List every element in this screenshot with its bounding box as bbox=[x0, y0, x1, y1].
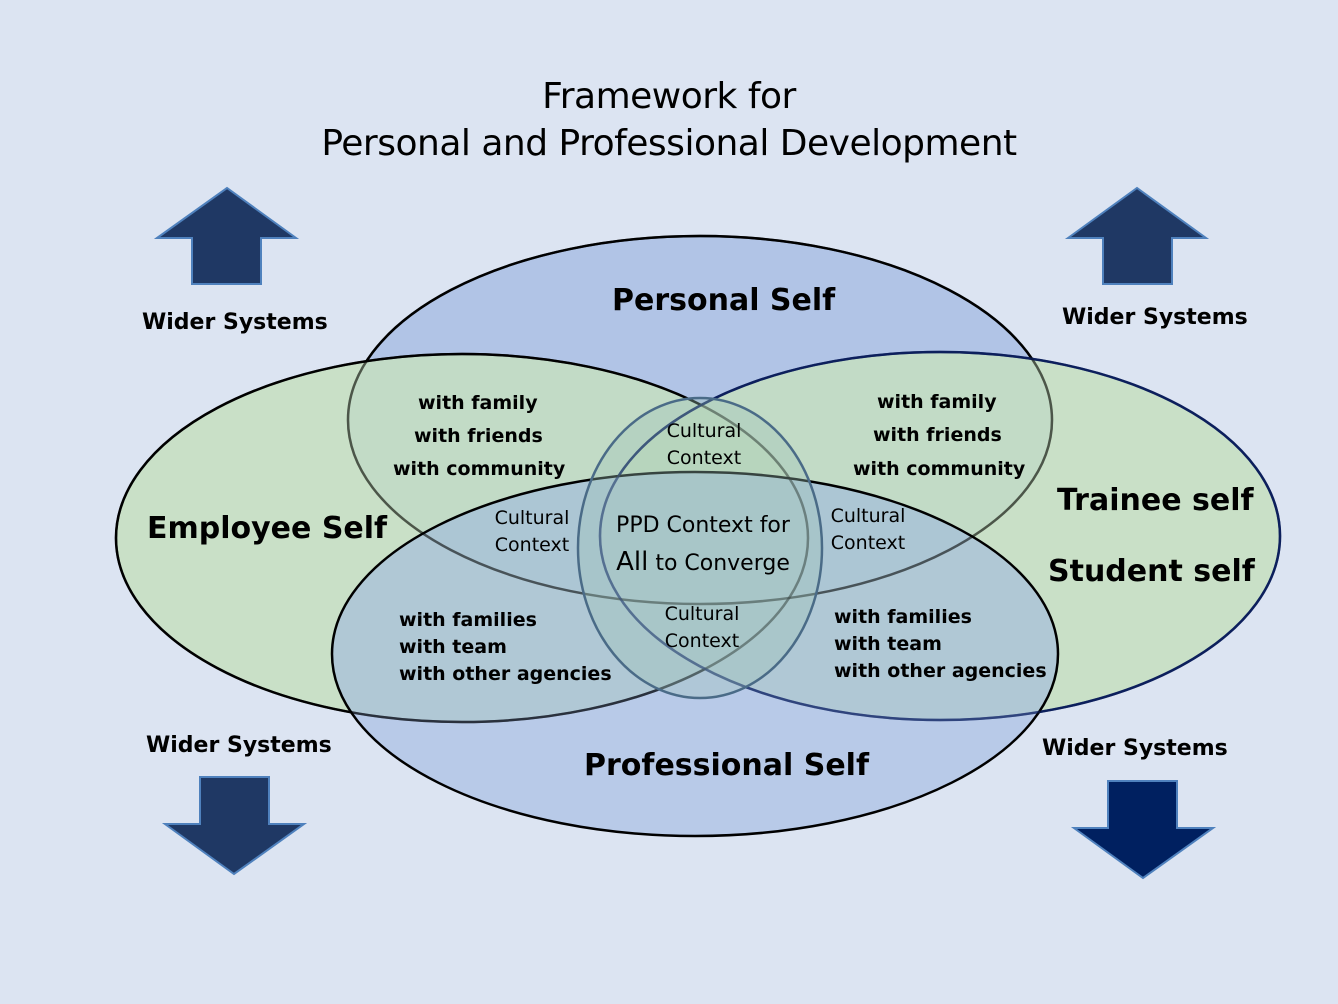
employee-self-label: Employee Self bbox=[147, 511, 388, 546]
cultural-context-top: Cultural Context bbox=[652, 418, 756, 472]
ppd-center-all: All bbox=[616, 547, 649, 577]
personal-self-label: Personal Self bbox=[612, 283, 836, 318]
wider-systems-top-right: Wider Systems bbox=[1062, 305, 1248, 330]
overlap-text: with friends bbox=[414, 425, 543, 447]
overlap-text: with families bbox=[834, 606, 972, 628]
personal-self-outline bbox=[346, 234, 1054, 606]
ppd-center-line-2: All to Converge bbox=[598, 544, 808, 582]
ppd-center-converge: to Converge bbox=[648, 551, 790, 576]
title-line-1: Framework for bbox=[542, 76, 796, 117]
cultural-context-line: Context bbox=[494, 534, 570, 556]
overlap-text: with community bbox=[853, 458, 1026, 480]
cultural-context-bottom: Cultural Context bbox=[650, 601, 754, 655]
arrow-up-icon bbox=[1064, 186, 1210, 285]
wider-systems-bottom-right: Wider Systems bbox=[1042, 736, 1228, 761]
overlap-text: with team bbox=[834, 633, 942, 655]
wider-systems-top-left: Wider Systems bbox=[142, 310, 328, 335]
cultural-context-line: Context bbox=[830, 532, 906, 554]
arrow-down-icon bbox=[1070, 780, 1217, 880]
title-line-2: Personal and Professional Development bbox=[321, 123, 1017, 164]
arrow-down-icon bbox=[161, 776, 308, 876]
overlap-text: with families bbox=[399, 609, 537, 631]
trainee-self-label: Trainee self bbox=[1057, 483, 1254, 518]
cultural-context-line: Cultural bbox=[664, 603, 740, 625]
overlap-text: with team bbox=[399, 636, 507, 658]
overlap-text: with family bbox=[418, 392, 538, 414]
cultural-context-line: Context bbox=[664, 630, 740, 652]
overlap-text: with friends bbox=[873, 424, 1002, 446]
overlap-text: with family bbox=[877, 391, 997, 413]
professional-self-ellipse bbox=[330, 470, 1060, 838]
cultural-context-left: Cultural Context bbox=[480, 505, 584, 559]
cultural-context-line: Cultural bbox=[494, 507, 570, 529]
arrow-up-icon bbox=[153, 186, 300, 285]
student-self-label: Student self bbox=[1048, 554, 1255, 589]
cultural-context-line: Cultural bbox=[666, 420, 742, 442]
trainee-self-outline bbox=[598, 350, 1282, 722]
central-convergence-ellipse bbox=[576, 396, 824, 700]
cultural-context-right: Cultural Context bbox=[816, 503, 920, 557]
overlap-text: with other agencies bbox=[834, 660, 1047, 682]
ppd-center-line-1: PPD Context for bbox=[616, 513, 790, 538]
ppd-center-label: PPD Context for All to Converge bbox=[598, 508, 808, 582]
employee-self-outline bbox=[114, 352, 810, 724]
wider-systems-bottom-left: Wider Systems bbox=[146, 733, 332, 758]
cultural-context-line: Cultural bbox=[830, 505, 906, 527]
overlap-text: with community bbox=[393, 458, 566, 480]
cultural-context-line: Context bbox=[666, 447, 742, 469]
professional-self-label: Professional Self bbox=[584, 748, 870, 783]
overlap-text: with other agencies bbox=[399, 663, 612, 685]
